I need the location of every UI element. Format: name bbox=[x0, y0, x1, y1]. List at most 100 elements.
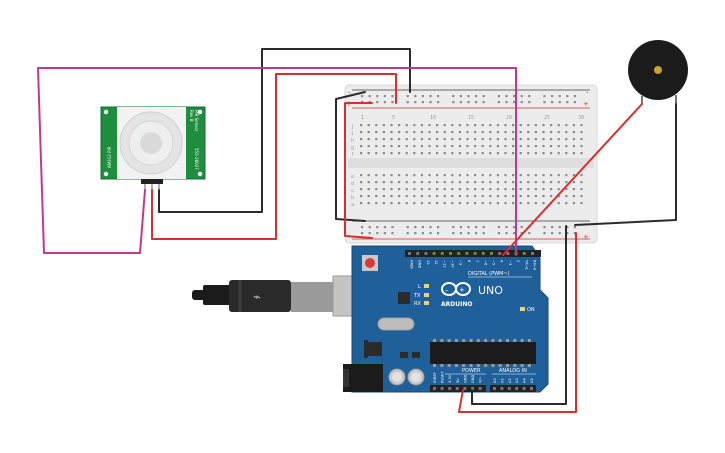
grid-hole[interactable] bbox=[428, 181, 431, 184]
rail-hole[interactable] bbox=[543, 101, 546, 104]
rail-hole[interactable] bbox=[391, 232, 394, 235]
grid-hole[interactable] bbox=[428, 152, 431, 155]
grid-hole[interactable] bbox=[413, 145, 416, 148]
grid-hole[interactable] bbox=[565, 195, 568, 198]
rail-hole[interactable] bbox=[414, 232, 417, 235]
power-pin[interactable] bbox=[478, 387, 482, 390]
rail-hole[interactable] bbox=[414, 101, 417, 104]
rail-hole[interactable] bbox=[573, 232, 576, 235]
rail-hole[interactable] bbox=[475, 101, 478, 104]
analog-pin[interactable] bbox=[515, 387, 519, 390]
grid-hole[interactable] bbox=[557, 181, 560, 184]
digital-pin[interactable] bbox=[465, 252, 469, 255]
grid-hole[interactable] bbox=[580, 131, 583, 134]
grid-hole[interactable] bbox=[512, 138, 515, 141]
grid-hole[interactable] bbox=[443, 174, 446, 177]
usb-cable[interactable]: ⌁ bbox=[192, 275, 370, 317]
power-pin[interactable] bbox=[440, 387, 444, 390]
grid-hole[interactable] bbox=[413, 174, 416, 177]
wire-arduino-5v[interactable] bbox=[458, 232, 577, 413]
grid-hole[interactable] bbox=[458, 138, 461, 141]
grid-hole[interactable] bbox=[580, 195, 583, 198]
digital-pin[interactable] bbox=[473, 252, 477, 255]
rail-hole[interactable] bbox=[566, 226, 569, 229]
grid-hole[interactable] bbox=[542, 174, 545, 177]
rail-hole[interactable] bbox=[414, 226, 417, 229]
digital-pin[interactable] bbox=[498, 252, 502, 255]
grid-hole[interactable] bbox=[443, 131, 446, 134]
grid-hole[interactable] bbox=[519, 145, 522, 148]
power-pin[interactable] bbox=[448, 387, 452, 390]
grid-hole[interactable] bbox=[451, 124, 454, 127]
grid-hole[interactable] bbox=[458, 174, 461, 177]
rail-hole[interactable] bbox=[513, 95, 516, 98]
grid-hole[interactable] bbox=[542, 181, 545, 184]
grid-hole[interactable] bbox=[367, 138, 370, 141]
grid-hole[interactable] bbox=[519, 181, 522, 184]
grid-hole[interactable] bbox=[390, 152, 393, 155]
grid-hole[interactable] bbox=[580, 152, 583, 155]
grid-hole[interactable] bbox=[367, 152, 370, 155]
rail-hole[interactable] bbox=[475, 95, 478, 98]
rail-hole[interactable] bbox=[482, 226, 485, 229]
grid-hole[interactable] bbox=[436, 174, 439, 177]
grid-hole[interactable] bbox=[382, 188, 385, 191]
rail-hole[interactable] bbox=[520, 226, 523, 229]
grid-hole[interactable] bbox=[565, 181, 568, 184]
rail-hole[interactable] bbox=[482, 101, 485, 104]
grid-hole[interactable] bbox=[375, 131, 378, 134]
grid-hole[interactable] bbox=[443, 202, 446, 205]
grid-hole[interactable] bbox=[557, 195, 560, 198]
digital-pin[interactable] bbox=[416, 252, 420, 255]
rail-hole[interactable] bbox=[383, 232, 386, 235]
rail-hole[interactable] bbox=[528, 95, 531, 98]
grid-hole[interactable] bbox=[550, 152, 553, 155]
grid-hole[interactable] bbox=[413, 131, 416, 134]
grid-hole[interactable] bbox=[360, 145, 363, 148]
digital-pin[interactable] bbox=[490, 252, 493, 255]
rail-hole[interactable] bbox=[459, 232, 462, 235]
grid-hole[interactable] bbox=[512, 152, 515, 155]
grid-hole[interactable] bbox=[519, 131, 522, 134]
grid-hole[interactable] bbox=[519, 174, 522, 177]
grid-hole[interactable] bbox=[390, 195, 393, 198]
rail-hole[interactable] bbox=[505, 95, 508, 98]
grid-hole[interactable] bbox=[512, 145, 515, 148]
grid-hole[interactable] bbox=[504, 181, 507, 184]
grid-hole[interactable] bbox=[527, 124, 530, 127]
grid-hole[interactable] bbox=[466, 138, 469, 141]
grid-hole[interactable] bbox=[466, 188, 469, 191]
grid-hole[interactable] bbox=[474, 202, 477, 205]
grid-hole[interactable] bbox=[527, 181, 530, 184]
grid-hole[interactable] bbox=[458, 195, 461, 198]
rail-hole[interactable] bbox=[513, 232, 516, 235]
grid-hole[interactable] bbox=[572, 202, 575, 205]
grid-hole[interactable] bbox=[451, 152, 454, 155]
rail-hole[interactable] bbox=[414, 95, 417, 98]
grid-hole[interactable] bbox=[420, 145, 423, 148]
grid-hole[interactable] bbox=[398, 131, 401, 134]
grid-hole[interactable] bbox=[489, 138, 492, 141]
grid-hole[interactable] bbox=[534, 138, 537, 141]
grid-hole[interactable] bbox=[436, 145, 439, 148]
digital-pin[interactable] bbox=[506, 252, 510, 255]
grid-hole[interactable] bbox=[534, 174, 537, 177]
rail-hole[interactable] bbox=[421, 232, 424, 235]
grid-hole[interactable] bbox=[572, 124, 575, 127]
grid-hole[interactable] bbox=[542, 145, 545, 148]
grid-hole[interactable] bbox=[443, 138, 446, 141]
grid-hole[interactable] bbox=[466, 195, 469, 198]
grid-hole[interactable] bbox=[481, 152, 484, 155]
grid-hole[interactable] bbox=[565, 152, 568, 155]
grid-hole[interactable] bbox=[527, 145, 530, 148]
grid-hole[interactable] bbox=[390, 145, 393, 148]
grid-hole[interactable] bbox=[443, 124, 446, 127]
grid-hole[interactable] bbox=[375, 181, 378, 184]
grid-hole[interactable] bbox=[519, 202, 522, 205]
grid-hole[interactable] bbox=[474, 181, 477, 184]
digital-pin[interactable] bbox=[408, 252, 411, 255]
analog-pin[interactable] bbox=[500, 387, 504, 390]
grid-hole[interactable] bbox=[512, 124, 515, 127]
rail-hole[interactable] bbox=[467, 95, 470, 98]
grid-hole[interactable] bbox=[382, 202, 385, 205]
